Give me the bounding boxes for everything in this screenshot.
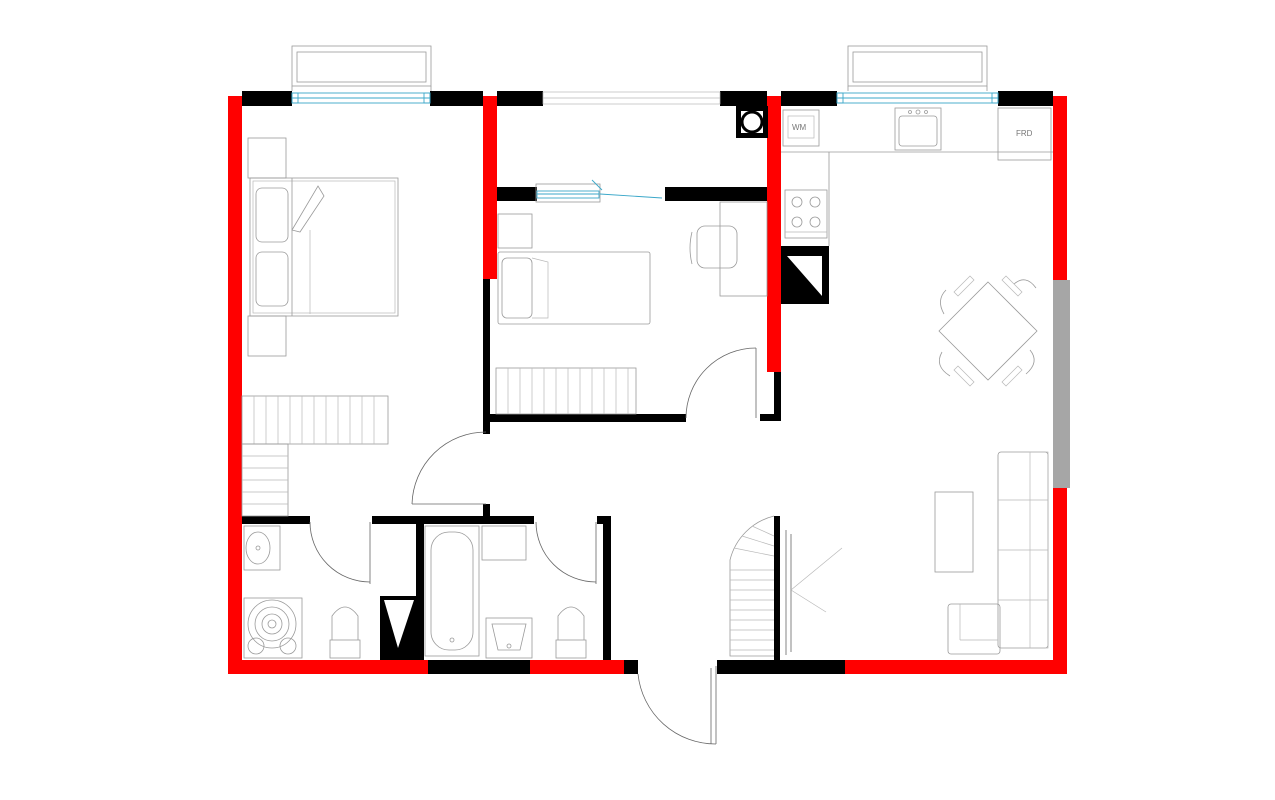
wall-north-bedroom-a [228,96,242,106]
window-bedroom-a [291,92,431,104]
wall-jamb-right [774,372,781,420]
wall-east-lower [1053,488,1067,673]
wall-kitchen-divider [767,96,781,372]
living-area [785,451,1049,655]
toilet-wc [329,606,361,659]
structural-walls [242,91,1053,674]
bathtub [424,525,480,657]
wall-north-seg-6 [998,91,1053,106]
wall-bath-right-top [597,516,611,524]
wall-stair-side [774,516,780,660]
nightstand-bottom [247,315,287,357]
wall-panel-east [1053,280,1070,488]
wall-north-seg-5 [781,91,837,106]
wall-bath-right [603,516,611,660]
shelf-a [241,443,289,517]
balcony-left [291,45,432,91]
wall-bath-divider [416,516,424,660]
balcony-right [847,45,988,91]
nightstand-top [247,137,287,179]
closet-window [535,179,663,203]
wall-bedroom-b-south [490,414,686,422]
wall-south-west [228,660,428,674]
entrance-door [637,666,717,745]
kitchen-sink [894,107,942,151]
kitchen: WM FRD [781,107,1053,246]
washing-machine: WM [782,109,820,147]
wall-north-seg-1 [242,91,292,106]
wall-north-seg-2 [430,91,483,106]
wall-north-seg-4 [720,91,767,106]
wardrobe-b [495,367,637,415]
bedside-table-b [497,213,533,249]
dining-table [938,275,1038,387]
wall-north-seg-3 [497,91,543,106]
wall-west [228,96,242,673]
window-bedroom-b [542,91,721,105]
wall-closet-right [665,187,767,201]
bedroom-a [241,137,399,517]
door-bathroom-main [535,521,597,584]
desk-b [689,201,768,297]
staircase [729,515,775,657]
wall-south-black-2 [624,660,638,674]
windows [291,91,999,105]
wall-bedroom-b-west [483,279,490,434]
wall-jamb-foot [760,414,781,421]
toilet-main [555,606,587,659]
window-kitchen [836,92,999,104]
single-bed [497,251,651,325]
coffee-table [934,491,974,573]
bathroom-main [424,521,597,659]
corner-sofa [947,451,1049,655]
cabinet-bath [481,525,527,561]
door-wc [309,521,371,584]
washbasin-wc [243,525,281,571]
wall-south-black-3 [717,660,845,674]
door-bedroom-b [685,347,757,419]
fridge: FRD [997,107,1052,161]
exterior-walls [228,96,1067,674]
shower-tray [243,597,303,659]
wall-bath-top-left [242,516,310,524]
bedroom-b [411,179,768,505]
wall-south-east [845,660,1067,674]
fridge-label: FRD [1016,129,1033,138]
ventilation-shaft [736,106,768,138]
washer-label: WM [792,123,807,132]
wall-bath-top-mid [372,516,534,524]
chimney-bath [380,596,416,660]
washbasin-main [485,617,533,659]
stove [784,189,828,239]
door-living [785,530,843,655]
wall-bedroom-divider [483,96,497,279]
door-bedroom-a [411,431,487,505]
bathroom-wc [243,521,371,659]
chimney-kitchen [781,246,829,304]
wall-south-black-1 [428,660,530,674]
wall-east-upper [1053,96,1067,280]
double-bed [249,177,399,317]
wardrobe-a [241,395,389,445]
wall-bath-stub [483,504,490,524]
wall-south-mid [530,660,624,674]
wall-closet-left [497,187,537,201]
